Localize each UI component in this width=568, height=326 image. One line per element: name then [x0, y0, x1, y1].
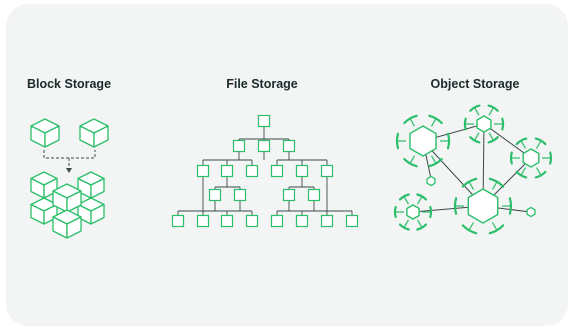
object-node-icon [509, 137, 553, 179]
endpoint-icon [426, 175, 436, 187]
folder-node-icon [295, 164, 309, 178]
object-node-icon [453, 177, 513, 235]
file-node-icon [270, 214, 284, 228]
folder-node-icon [233, 188, 247, 202]
folder-node-icon [196, 164, 210, 178]
cube-icon [79, 118, 109, 148]
cube-icon [52, 183, 82, 213]
block-connector [43, 150, 96, 159]
folder-node-icon [282, 188, 296, 202]
folder-node-icon [245, 164, 259, 178]
cube-icon [30, 118, 60, 148]
cube-icon [52, 209, 82, 239]
folder-node-icon [208, 188, 222, 202]
file-node-icon [320, 214, 334, 228]
folder-node-icon [220, 164, 234, 178]
arrow-down-icon [66, 168, 72, 173]
folder-node-icon [282, 139, 296, 153]
folder-node-icon [320, 164, 334, 178]
file-node-icon [345, 214, 359, 228]
cube-icon [77, 171, 105, 199]
folder-node-icon [307, 188, 321, 202]
folder-node-icon [257, 139, 271, 153]
cube-icon [30, 171, 58, 199]
file-node-icon [295, 214, 309, 228]
block-storage-diagram [30, 118, 109, 239]
folder-node-icon [270, 164, 284, 178]
file-node-icon [245, 214, 259, 228]
cube-icon [77, 197, 105, 225]
root-folder-icon [257, 114, 271, 128]
object-node-icon [395, 114, 451, 168]
block-storage-title: Block Storage [26, 77, 112, 91]
endpoint-icon [526, 206, 536, 218]
file-storage-diagram [171, 114, 359, 228]
object-node-icon [463, 104, 505, 144]
folder-node-icon [232, 139, 246, 153]
file-node-icon [196, 214, 210, 228]
storage-types-card [6, 4, 568, 326]
file-storage-title: File Storage [226, 77, 298, 91]
object-node-icon [393, 193, 433, 231]
object-storage-title: Object Storage [430, 77, 520, 91]
object-storage-diagram [393, 104, 553, 235]
file-node-icon [171, 214, 185, 228]
file-node-icon [220, 214, 234, 228]
object-link [483, 123, 532, 159]
